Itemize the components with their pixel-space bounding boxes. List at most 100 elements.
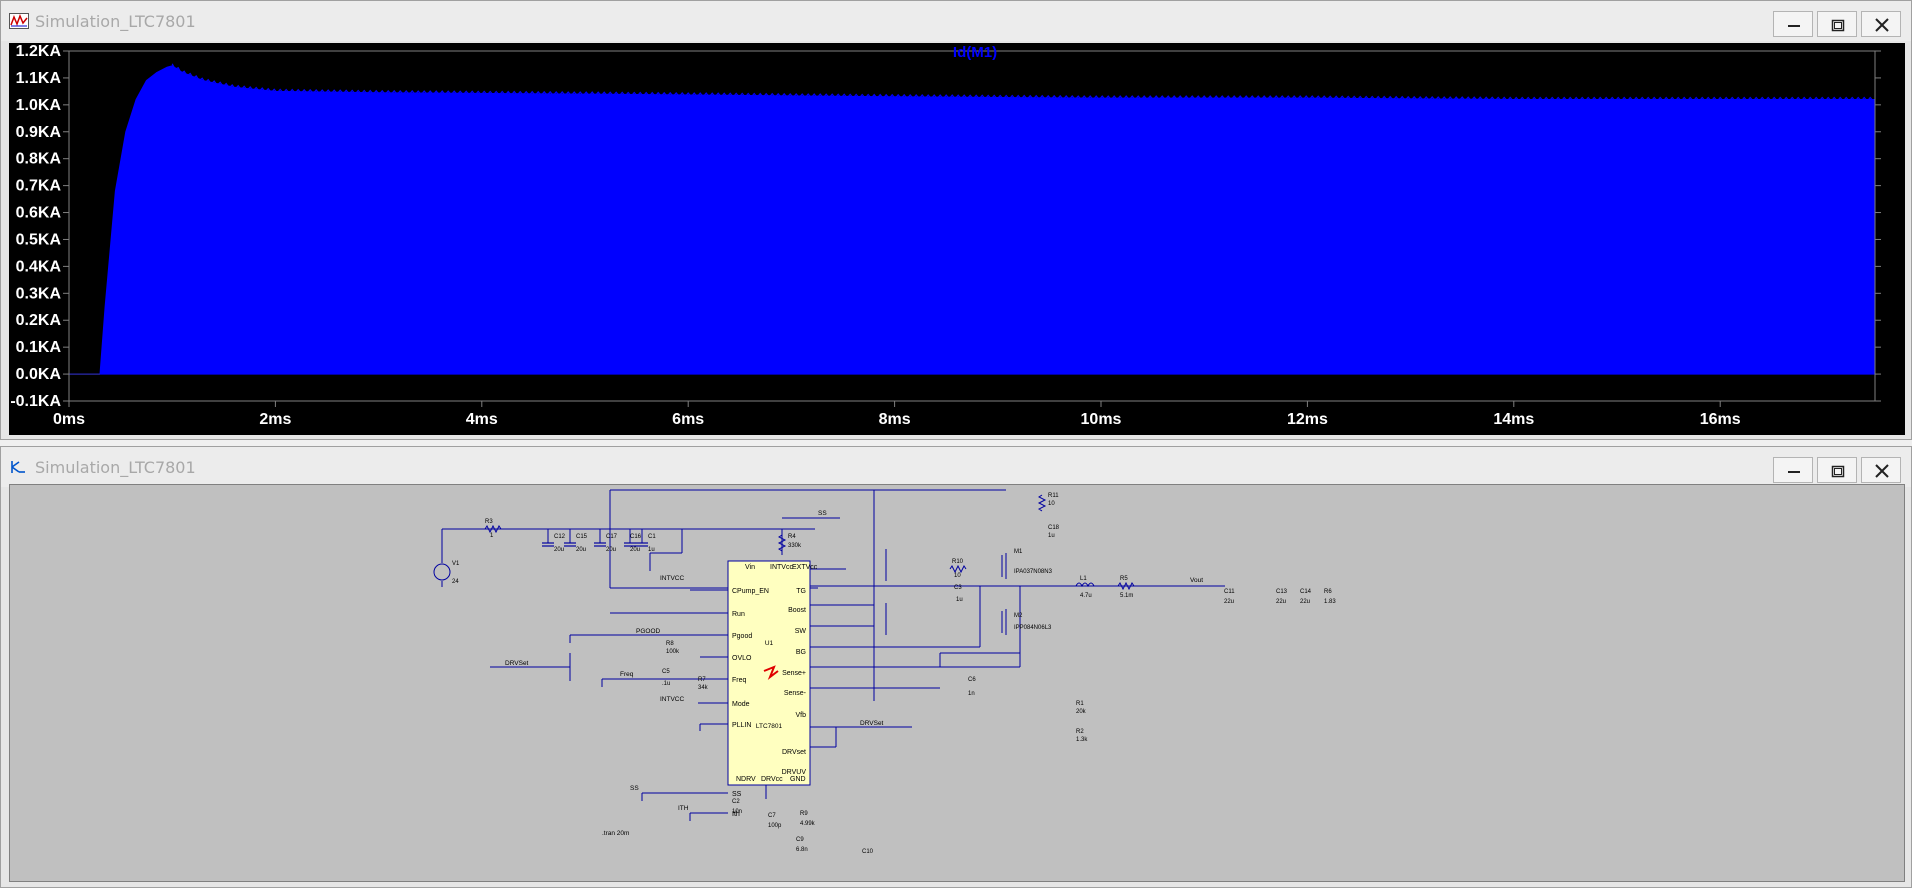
svg-text:PLLIN: PLLIN <box>732 722 751 729</box>
schematic-window-titlebar[interactable]: Simulation_LTC7801 <box>1 447 1911 487</box>
svg-text:C10: C10 <box>862 849 874 855</box>
svg-text:GND: GND <box>790 776 806 783</box>
mosfet-m1[interactable] <box>1001 553 1007 579</box>
svg-text:Freq: Freq <box>620 671 634 678</box>
restore-button[interactable] <box>1817 457 1857 483</box>
svg-text:R9: R9 <box>800 811 808 817</box>
ic-bottom-pins: NDRV DRVcc GND <box>736 776 806 783</box>
svg-text:Run: Run <box>732 611 745 618</box>
svg-text:10: 10 <box>1048 501 1055 507</box>
svg-text:22u: 22u <box>1276 599 1286 605</box>
svg-text:20k: 20k <box>1076 709 1087 715</box>
svg-text:OVLO: OVLO <box>732 655 752 662</box>
x-tick-label: 4ms <box>466 411 498 428</box>
voltage-source-v1[interactable] <box>433 563 451 581</box>
svg-text:Vout: Vout <box>1190 577 1203 584</box>
waveform-viewer-icon <box>9 13 29 29</box>
resistor-r5[interactable] <box>1117 581 1135 591</box>
x-tick-label: 12ms <box>1287 411 1328 428</box>
svg-text:20u: 20u <box>630 547 640 553</box>
svg-text:M1: M1 <box>1014 549 1023 555</box>
close-button[interactable] <box>1861 11 1901 37</box>
svg-text:SS: SS <box>732 791 742 798</box>
svg-text:DRVUV: DRVUV <box>782 769 807 776</box>
schematic-window-title: Simulation_LTC7801 <box>35 458 196 477</box>
inductor-l1[interactable] <box>1075 582 1095 588</box>
svg-text:20u: 20u <box>576 547 586 553</box>
ic-top-pins: INTVcc EXTVcc <box>770 564 818 571</box>
net-labels: SS INTVCC PGOOD DRVSet Freq INTVCC SS IT… <box>505 510 1203 812</box>
close-icon <box>1875 18 1889 32</box>
minimize-button[interactable] <box>1773 457 1813 483</box>
restore-icon <box>1831 465 1845 478</box>
svg-text:TG: TG <box>796 588 806 595</box>
plot-window-titlebar[interactable]: Simulation_LTC7801 <box>1 1 1911 41</box>
y-tick-label: -0.1KA <box>10 393 61 410</box>
svg-text:C17: C17 <box>606 534 618 540</box>
svg-text:100k: 100k <box>666 649 680 655</box>
x-tick-label: 6ms <box>672 411 704 428</box>
restore-button[interactable] <box>1817 11 1857 37</box>
svg-text:INTVCC: INTVCC <box>660 575 685 582</box>
svg-text:C15: C15 <box>576 534 588 540</box>
svg-text:Sense+: Sense+ <box>782 670 806 677</box>
svg-text:R5: R5 <box>1120 576 1128 582</box>
resistor-r3[interactable] <box>484 524 502 534</box>
x-tick-label: 14ms <box>1493 411 1534 428</box>
svg-text:R3: R3 <box>485 519 493 525</box>
svg-text:C18: C18 <box>1048 525 1060 531</box>
svg-text:C1: C1 <box>648 534 656 540</box>
input-capacitors[interactable] <box>542 542 648 547</box>
svg-text:R7: R7 <box>698 677 706 683</box>
svg-text:C9: C9 <box>796 837 804 843</box>
y-tick-label: 1.2KA <box>16 43 62 60</box>
svg-text:1.83: 1.83 <box>1324 599 1336 605</box>
svg-text:DRVSet: DRVSet <box>860 720 884 727</box>
resistor-r4[interactable] <box>777 534 787 552</box>
svg-text:ITH: ITH <box>678 805 689 812</box>
svg-text:PGOOD: PGOOD <box>636 628 661 635</box>
x-tick-label: 0ms <box>53 411 85 428</box>
x-tick-label: 2ms <box>259 411 291 428</box>
trace-label-id-m1[interactable]: Id(M1) <box>953 44 997 61</box>
svg-text:20u: 20u <box>554 547 564 553</box>
resistor-r10[interactable] <box>949 564 967 574</box>
svg-text:C3: C3 <box>954 585 962 591</box>
minimize-button[interactable] <box>1773 11 1813 37</box>
svg-text:Ith: Ith <box>732 811 740 818</box>
minimize-icon <box>1788 471 1800 473</box>
id-m1-trace[interactable] <box>68 65 1876 375</box>
svg-text:R11: R11 <box>1048 493 1059 499</box>
svg-text:INTVcc: INTVcc <box>770 564 793 571</box>
ltc7801-ic[interactable] <box>727 560 811 786</box>
id-m1-chart[interactable]: -0.1KA0.0KA0.1KA0.2KA0.3KA0.4KA0.5KA0.6K… <box>9 43 1905 435</box>
svg-text:DRVset: DRVset <box>782 749 806 756</box>
svg-text:34k: 34k <box>698 685 709 691</box>
linear-tech-logo-icon <box>763 665 779 680</box>
svg-text:R4: R4 <box>788 534 796 540</box>
close-icon <box>1875 464 1889 478</box>
y-tick-label: 0.1KA <box>16 339 62 356</box>
svg-text:R10: R10 <box>952 559 964 565</box>
close-button[interactable] <box>1861 457 1901 483</box>
schematic-drawing[interactable]: U1 LTC7801 Vin CPump_EN Run Pgood OVLO F… <box>10 485 1904 881</box>
svg-text:SS: SS <box>630 785 639 792</box>
svg-text:C7: C7 <box>768 813 776 819</box>
svg-text:INTVCC: INTVCC <box>660 696 685 703</box>
svg-text:4.99k: 4.99k <box>800 821 816 827</box>
svg-text:1.3k: 1.3k <box>1076 737 1088 743</box>
mosfet-m2[interactable] <box>1001 609 1007 635</box>
schematic-window[interactable]: Simulation_LTC7801 <box>0 446 1912 888</box>
svg-text:C2: C2 <box>732 799 740 805</box>
resistor-r11[interactable] <box>1037 494 1047 512</box>
svg-text:IPA037N08N3: IPA037N08N3 <box>1014 569 1053 575</box>
svg-text:C6: C6 <box>968 677 976 683</box>
spice-directive[interactable]: .tran 20m <box>602 830 629 837</box>
svg-text:10: 10 <box>954 573 961 579</box>
x-tick-label: 8ms <box>879 411 911 428</box>
svg-text:1n: 1n <box>968 691 975 697</box>
schematic-canvas[interactable]: U1 LTC7801 Vin CPump_EN Run Pgood OVLO F… <box>9 484 1905 882</box>
ic-name-label: LTC7801 <box>756 723 783 730</box>
